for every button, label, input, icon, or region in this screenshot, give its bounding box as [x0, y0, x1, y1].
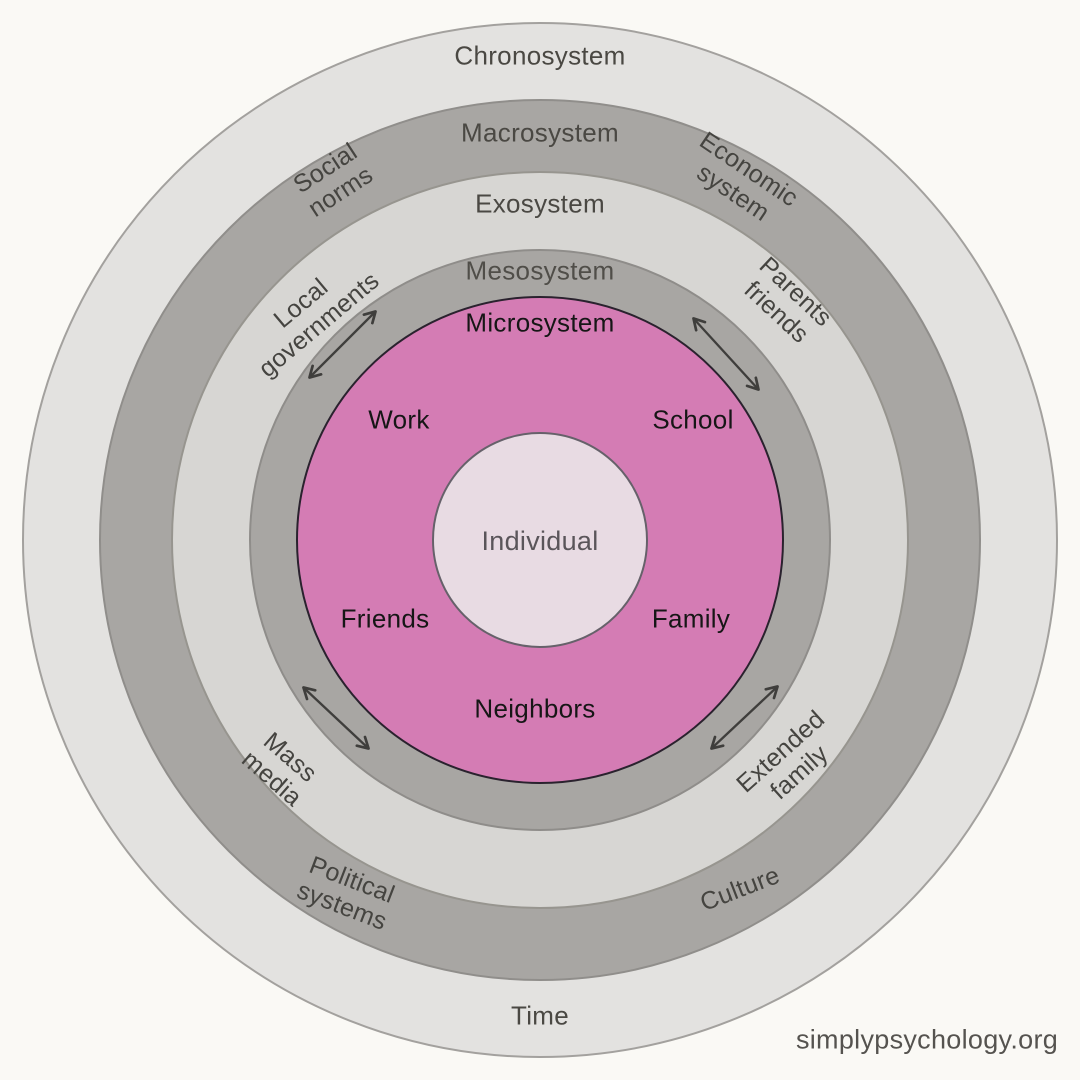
individual-circle	[432, 432, 648, 648]
chronosystem-label: Chronosystem	[454, 40, 626, 71]
neighbors-label: Neighbors	[474, 693, 596, 724]
time-label: Time	[510, 1000, 570, 1031]
microsystem-label: Microsystem	[465, 307, 615, 338]
school-label: School	[652, 404, 734, 435]
macrosystem-label: Macrosystem	[461, 117, 619, 148]
individual-label: Individual	[481, 525, 599, 556]
mesosystem-label: Mesosystem	[465, 255, 615, 286]
friends-label: Friends	[340, 603, 430, 634]
work-label: Work	[368, 404, 430, 435]
family-label: Family	[651, 603, 731, 634]
simplypsychology-brand: simplypsychology.org	[795, 1024, 1059, 1055]
exosystem-label: Exosystem	[475, 188, 605, 219]
